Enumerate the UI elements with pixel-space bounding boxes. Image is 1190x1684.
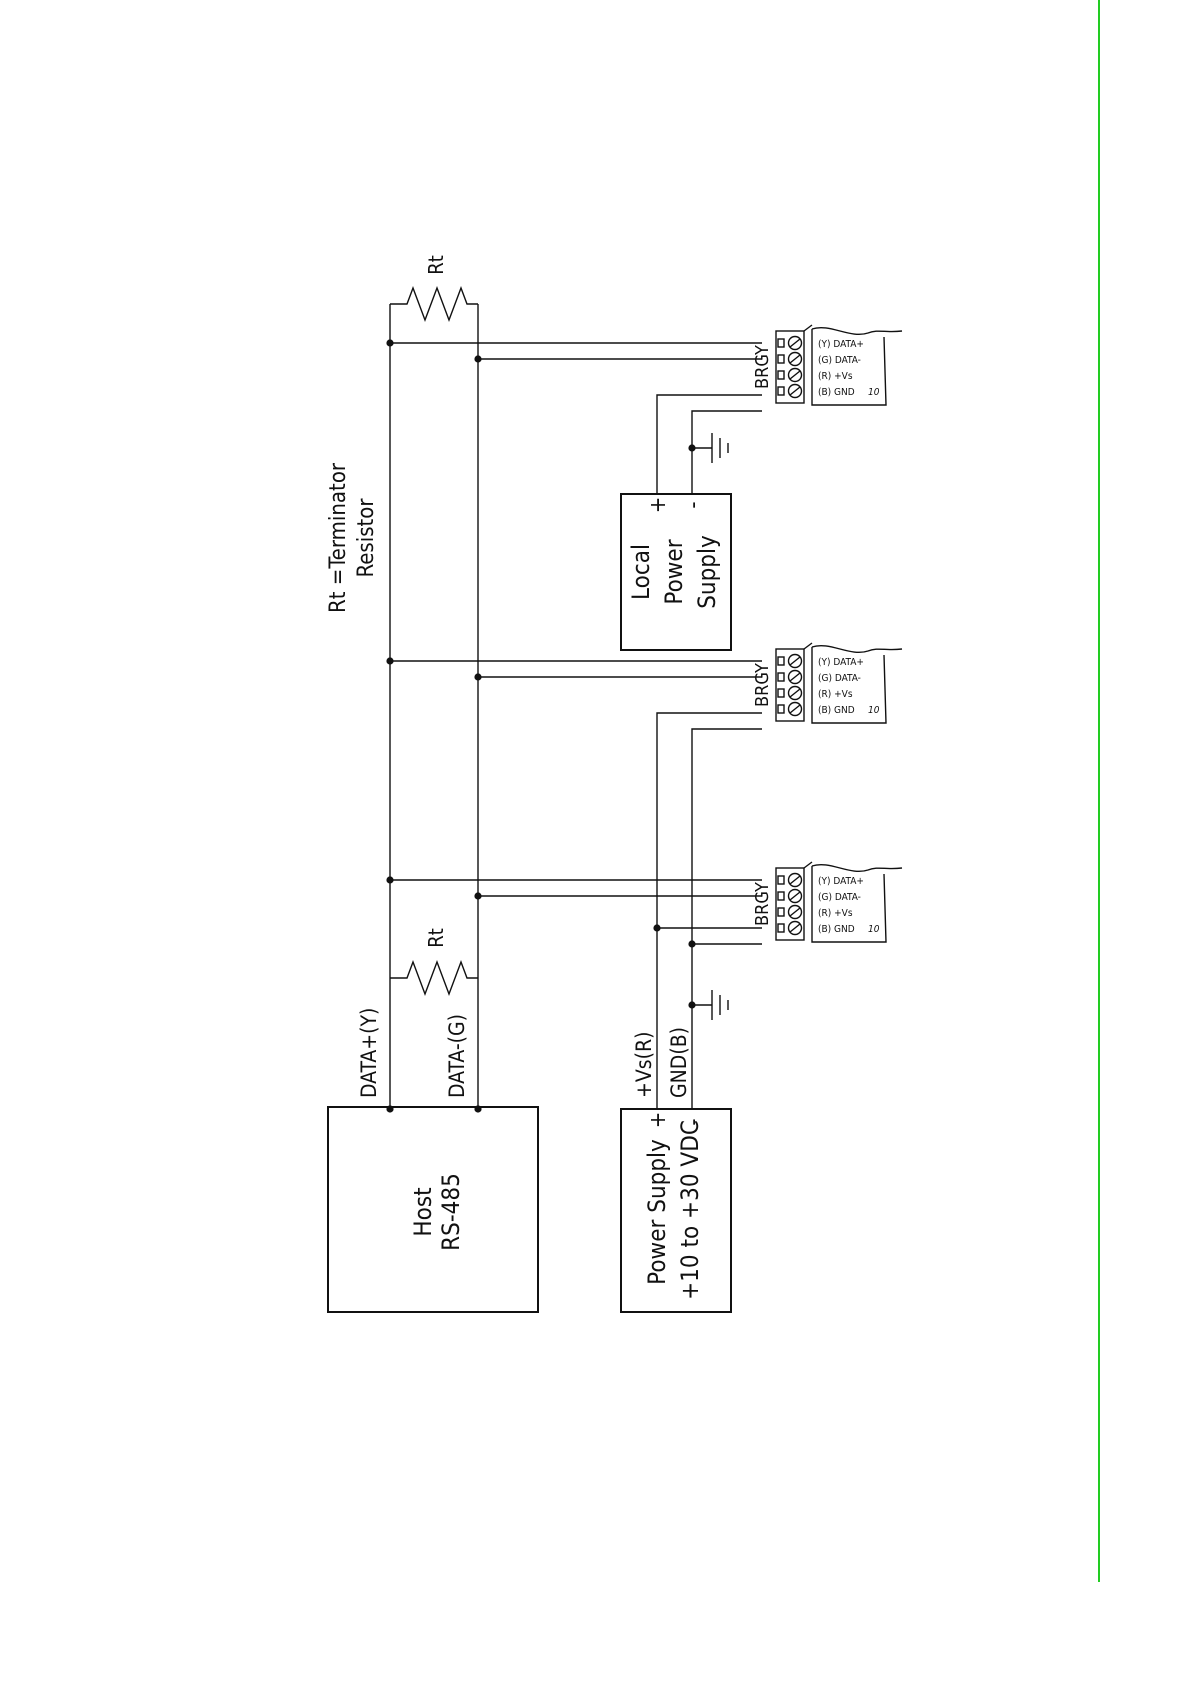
local-gnd-wire [692,411,762,494]
main-power-label-line1: Power Supply [643,1139,671,1285]
terminal-letters: BRGY [752,882,773,926]
module-pin-label: (Y) DATA+ [818,876,864,887]
module-pin-label: (Y) DATA+ [818,339,864,350]
screw-slot [790,387,800,395]
io-module-2: BRGY (Y) DATA+ (G) DATA- (R) +Vs (B) GND 10 [752,643,902,723]
junction-dot [386,1105,393,1112]
junction-dots [386,339,695,1112]
junction-dot [474,1105,481,1112]
module-number: 10 [868,387,880,398]
local-power-label-line2: Power [660,539,688,604]
module-pin-label: (B) GND [818,924,855,935]
junction-dot [386,876,393,883]
module-pin-label: (B) GND [818,387,855,398]
ground-symbol-bottom [692,990,728,1020]
terminal-pin [778,673,784,681]
terminal-pin [778,689,784,697]
host-label-line2: RS-485 [437,1173,465,1251]
module-cut-edge [812,865,902,872]
terminal-pin [778,657,784,665]
junction-dot [474,892,481,899]
module-pin-label: (B) GND [818,705,855,716]
local-power-minus: - [681,501,706,508]
module-number: 10 [868,924,880,935]
screw-slot [790,924,800,932]
junction-dot [688,444,695,451]
junction-dot [653,924,660,931]
module-pin-label: (R) +Vs [818,908,853,919]
terminal-block [776,868,804,940]
terminal-pin [778,876,784,884]
terminator-note-line1: Rt =Terminator [326,462,351,613]
local-vs-wire [657,395,762,494]
terminal-pin [778,339,784,347]
terminal-pin [778,908,784,916]
screw-slot [790,657,800,665]
main-power-plus: + [646,1112,671,1129]
data-plus-label: DATA+(Y) [357,1008,381,1098]
local-power-label-line1: Local [627,544,655,600]
host-label-line1: Host [409,1187,437,1236]
screw-slot [790,339,800,347]
terminal-block-edge [804,643,812,649]
screw-slot [790,705,800,713]
main-power-minus: - [681,1118,706,1125]
terminal-block-edge [804,862,812,868]
terminator-resistor-top [390,288,478,320]
local-power-label-line3: Supply [693,535,721,609]
module-cut-edge [812,646,902,653]
main-power-label-line2: +10 to +30 VDC [676,1120,704,1300]
terminal-pin [778,705,784,713]
bus-taps [390,343,762,896]
junction-dot [386,339,393,346]
module-pin-label: (R) +Vs [818,689,853,700]
modules: BRGY(Y) DATA+(G) DATA-(R) +Vs(B) GND10BR… [752,325,902,942]
terminal-block-edge [804,325,812,331]
junction-dot [474,673,481,680]
resistor-top-label: Rt [424,255,448,275]
junction-dot [474,355,481,362]
screw-slot [790,908,800,916]
terminal-pin [778,355,784,363]
gnd-power-wire [692,944,762,1109]
terminal-letters: BRGY [752,663,773,707]
module-pin-label: (Y) DATA+ [818,657,864,668]
terminator-note-line2: Resistor [354,498,379,578]
local-power-plus: + [646,497,671,514]
junction-dot [688,940,695,947]
module-pin-label: (G) DATA- [818,673,861,684]
module-pin-label: (G) DATA- [818,892,861,903]
data-minus-label: DATA-(G) [445,1014,469,1098]
terminal-letters: BRGY [752,345,773,389]
screw-slot [790,892,800,900]
terminal-pin [778,892,784,900]
module-cut-edge [812,328,902,335]
resistor-bottom-label: Rt [424,928,448,948]
module-pin-label: (G) DATA- [818,355,861,366]
screw-slot [790,355,800,363]
terminal-pin [778,924,784,932]
junction-dot [386,657,393,664]
screw-slot [790,371,800,379]
module-number: 10 [868,705,880,716]
terminator-resistor-bottom [390,962,478,994]
vs-label: +Vs(R) [632,1032,656,1098]
ground-symbol-top [692,433,728,463]
terminal-pin [778,371,784,379]
screw-slot [790,689,800,697]
module-pin-label: (R) +Vs [818,371,853,382]
terminal-block [776,331,804,403]
io-module-3: BRGY (Y) DATA+ (G) DATA- (R) +Vs (B) GND 10 [752,325,902,405]
io-module-1: BRGY (Y) DATA+ (G) DATA- (R) +Vs (B) GND 10 [752,862,902,942]
junction-dot [688,1001,695,1008]
gnd-label: GND(B) [667,1027,691,1098]
screw-slot [790,673,800,681]
terminal-pin [778,387,784,395]
screw-slot [790,876,800,884]
terminal-block [776,649,804,721]
